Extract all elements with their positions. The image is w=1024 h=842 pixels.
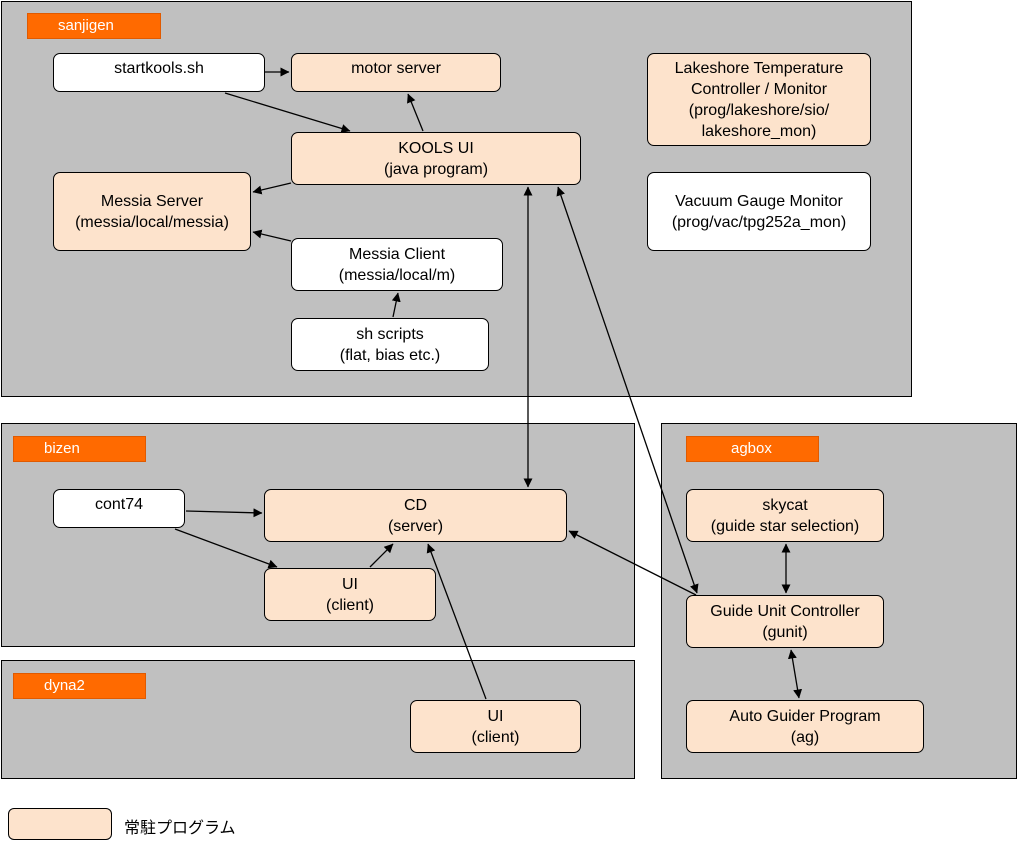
node-gunit: Guide Unit Controller (gunit) bbox=[686, 595, 884, 648]
node-lakeshore-line1: Lakeshore Temperature bbox=[674, 59, 844, 77]
node-startkools: startkools.sh bbox=[53, 53, 265, 92]
node-cont74: cont74 bbox=[53, 489, 185, 528]
legend-label: 常駐プログラム bbox=[124, 820, 236, 837]
node-messia-server-line2: (messia/local/messia) bbox=[75, 213, 229, 231]
arrow-cont74-ui bbox=[174, 528, 278, 569]
node-ui-dyna2-line2: (client) bbox=[471, 728, 520, 746]
host-tag-dyna2: dyna2 bbox=[13, 673, 146, 699]
node-ag-line1: Auto Guider Program bbox=[729, 707, 881, 725]
node-cd-line2: (server) bbox=[387, 517, 444, 535]
arrow-sh-messia-client bbox=[391, 292, 401, 318]
node-messia-client-line1: Messia Client bbox=[348, 245, 446, 263]
node-ag-line2: (ag) bbox=[790, 728, 820, 746]
arrow-kools-gunit bbox=[556, 186, 699, 594]
node-cont74-line1: cont74 bbox=[94, 496, 144, 513]
node-skycat-line1: skycat bbox=[762, 496, 808, 514]
arrow-messia-client-server bbox=[252, 229, 292, 242]
node-sh-scripts-line2: (flat, bias etc.) bbox=[339, 346, 441, 364]
node-motor-server: motor server bbox=[291, 53, 501, 92]
node-skycat: skycat (guide star selection) bbox=[686, 489, 884, 542]
node-ui-bizen-line1: UI bbox=[342, 575, 358, 593]
node-ui-dyna2: UI (client) bbox=[410, 700, 581, 753]
node-ui-dyna2-line1: UI bbox=[487, 707, 504, 725]
node-kools-ui-line2: (java program) bbox=[383, 160, 489, 178]
legend-swatch bbox=[8, 808, 112, 840]
node-ag: Auto Guider Program (ag) bbox=[686, 700, 924, 753]
node-motor-server-line1: motor server bbox=[351, 60, 441, 77]
arrow-gunit-ag bbox=[787, 649, 803, 699]
node-lakeshore: Lakeshore Temperature Controller / Monit… bbox=[647, 53, 871, 146]
node-kools-ui-line1: KOOLS UI bbox=[398, 139, 474, 157]
node-lakeshore-line3: (prog/lakeshore/sio/ bbox=[688, 101, 830, 119]
node-messia-client-line2: (messia/local/m) bbox=[338, 266, 456, 284]
host-tag-bizen: bizen bbox=[13, 436, 146, 462]
arrow-ui-cd bbox=[369, 543, 394, 568]
node-ui-bizen: UI (client) bbox=[264, 568, 436, 621]
arrow-ui-dyna2-cd bbox=[426, 543, 487, 700]
node-vacuum-gauge-line1: Vacuum Gauge Monitor bbox=[675, 192, 843, 210]
node-startkools-line1: startkools.sh bbox=[114, 60, 204, 77]
node-messia-server-line1: Messia Server bbox=[100, 192, 204, 210]
node-ui-bizen-line2: (client) bbox=[325, 596, 374, 614]
arrow-kools-messia-server bbox=[252, 182, 292, 195]
node-vacuum-gauge-line2: (prog/vac/tpg252a_mon) bbox=[671, 213, 847, 231]
node-skycat-line2: (guide star selection) bbox=[710, 517, 860, 535]
host-tag-sanjigen: sanjigen bbox=[27, 13, 161, 39]
host-tag-agbox: agbox bbox=[686, 436, 819, 462]
node-messia-server: Messia Server (messia/local/messia) bbox=[53, 172, 251, 251]
arrow-cont74-cd bbox=[185, 508, 263, 518]
node-kools-ui: KOOLS UI (java program) bbox=[291, 132, 581, 185]
node-sh-scripts: sh scripts (flat, bias etc.) bbox=[291, 318, 489, 371]
node-lakeshore-line2: Controller / Monitor bbox=[690, 80, 828, 98]
node-gunit-line1: Guide Unit Controller bbox=[710, 602, 860, 620]
node-sh-scripts-line1: sh scripts bbox=[356, 325, 424, 343]
node-messia-client: Messia Client (messia/local/m) bbox=[291, 238, 503, 291]
arrow-gunit-cd bbox=[568, 530, 697, 596]
node-cd-line1: CD bbox=[403, 496, 428, 514]
node-gunit-line2: (gunit) bbox=[762, 623, 808, 641]
arrow-startkools-kools bbox=[224, 92, 351, 133]
arrow-kools-motor bbox=[407, 93, 424, 132]
node-lakeshore-line4: lakeshore_mon) bbox=[701, 122, 817, 140]
node-cd: CD (server) bbox=[264, 489, 567, 542]
